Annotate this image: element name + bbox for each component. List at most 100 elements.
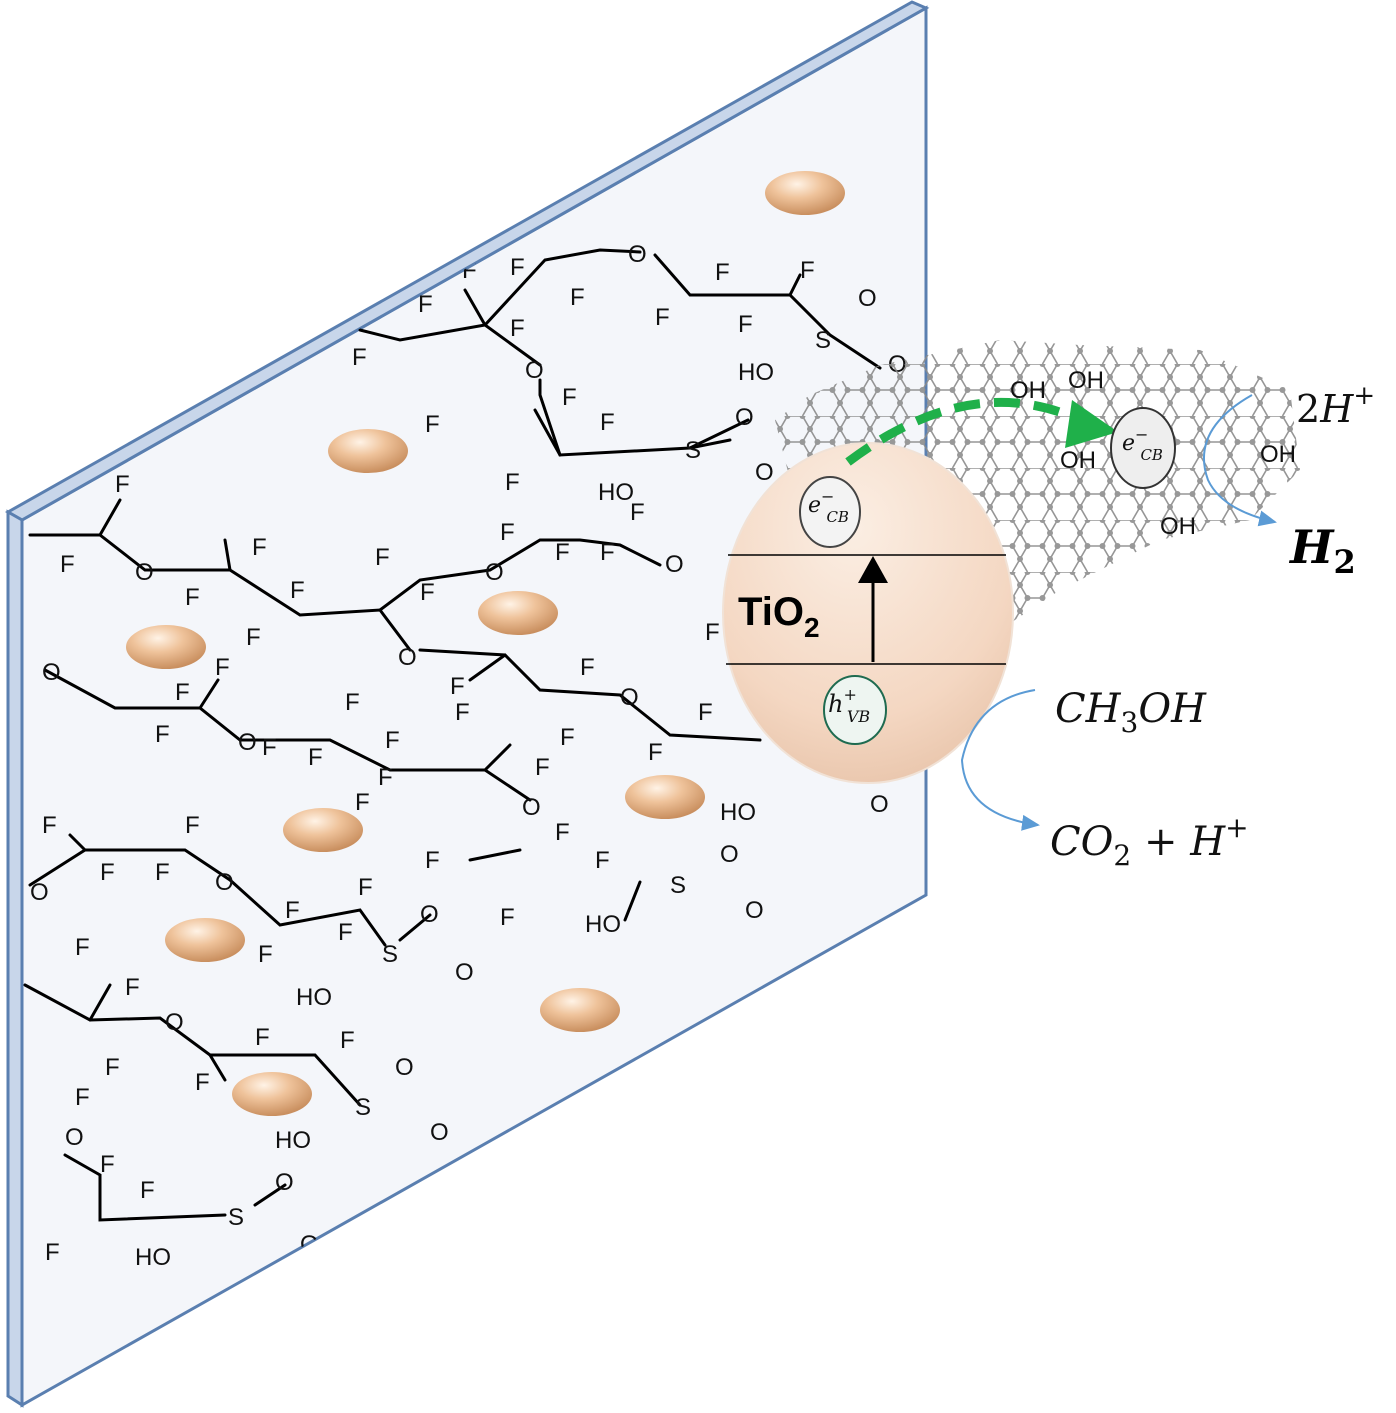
atom-f: F [375, 544, 390, 571]
nanoparticles [126, 171, 845, 1116]
atom-o: O [665, 551, 684, 578]
nanoparticle [625, 775, 705, 819]
atom-o: O [522, 794, 541, 821]
atom-ho: HO [585, 911, 621, 938]
graphene-electron-label: e−CB [1122, 425, 1163, 464]
atom-o: O [870, 791, 889, 818]
graphene-oh-label: OH [1060, 447, 1096, 474]
atom-o: O [720, 841, 739, 868]
nanoparticle [232, 1072, 312, 1116]
atom-f: F [185, 812, 200, 839]
atom-f: F [510, 254, 525, 281]
atom-f: F [648, 739, 663, 766]
atom-f: F [630, 499, 645, 526]
atom-s: S [670, 872, 686, 899]
atom-f: F [140, 1177, 155, 1204]
atom-s: S [228, 1204, 244, 1231]
atom-f: F [255, 1024, 270, 1051]
atom-f: F [715, 259, 730, 286]
atom-f: F [425, 847, 440, 874]
graphene-oh-label: OH [1260, 441, 1296, 468]
nanoparticle [540, 988, 620, 1032]
tio2-sphere [722, 442, 1014, 784]
atom-f: F [505, 469, 520, 496]
cb-electron-label: e−CB [808, 487, 849, 526]
proton-reactant: 2H+ [1296, 381, 1375, 431]
atom-f: F [655, 304, 670, 331]
atom-f: F [155, 721, 170, 748]
atom-o: O [65, 1124, 84, 1151]
atom-o: O [745, 897, 764, 924]
atom-f: F [115, 471, 130, 498]
atom-o: O [755, 459, 774, 486]
atom-o: O [165, 1009, 184, 1036]
atom-f: F [258, 941, 273, 968]
nanoparticle [328, 429, 408, 473]
atom-f: F [420, 579, 435, 606]
atom-f: F [425, 411, 440, 438]
atom-o: O [42, 659, 61, 686]
atom-ho: HO [738, 359, 774, 386]
atom-f: F [535, 754, 550, 781]
graphene-oh-label: OH [1068, 367, 1104, 394]
nanoparticle [283, 808, 363, 852]
atom-f: F [290, 577, 305, 604]
transfer-arrowhead [1065, 400, 1118, 448]
atom-f: F [308, 744, 323, 771]
atom-f: F [262, 734, 277, 761]
electron-transfer: e−CB [845, 397, 1176, 489]
atom-s: S [355, 1094, 371, 1121]
atom-f: F [738, 311, 753, 338]
atom-f: F [105, 1054, 120, 1081]
vb-hole-circle [823, 675, 887, 745]
tio2-label: TiO2 [738, 590, 820, 643]
atom-f: F [345, 689, 360, 716]
methanol-oxidation-arrow [960, 689, 1040, 831]
atom-ho: HO [135, 1244, 171, 1271]
atom-f: F [155, 859, 170, 886]
atom-f: F [175, 679, 190, 706]
atom-f: F [500, 904, 515, 931]
atom-o: O [420, 901, 439, 928]
atom-f: F [705, 619, 720, 646]
atom-o: O [395, 1054, 414, 1081]
atom-o: O [628, 241, 647, 268]
membrane-edge-left [6, 509, 24, 1408]
atom-f: F [42, 812, 57, 839]
atom-f: F [698, 699, 713, 726]
atom-f: F [600, 539, 615, 566]
atom-ho: HO [720, 799, 756, 826]
transfer-arrow-path [845, 397, 1082, 466]
atom-ho: HO [296, 984, 332, 1011]
atom-f: F [185, 584, 200, 611]
atom-f: F [595, 847, 610, 874]
atom-f: F [600, 409, 615, 436]
atom-f: F [560, 724, 575, 751]
atom-o: O [30, 879, 49, 906]
atom-f: F [285, 897, 300, 924]
atom-f: F [246, 624, 261, 651]
nanoparticle [478, 591, 558, 635]
tio2-particle: TiO2 e−CB h+VB [722, 442, 1014, 784]
nanoparticle [765, 171, 845, 215]
atom-s: S [382, 941, 398, 968]
polymer-bonds [23, 248, 882, 1222]
atom-f: F [500, 519, 515, 546]
atom-f: F [75, 1084, 90, 1111]
atom-f: F [358, 874, 373, 901]
atom-f: F [378, 764, 393, 791]
atom-o: O [430, 1119, 449, 1146]
atom-o: O [525, 357, 544, 384]
atom-f: F [340, 1027, 355, 1054]
atom-f: F [455, 699, 470, 726]
atom-f: F [45, 1239, 60, 1266]
atom-o: O [735, 404, 754, 431]
atom-f: F [252, 534, 267, 561]
reactions: 2H+ H2 CH3OH CO2 + H+ [960, 381, 1375, 872]
atom-f: F [555, 539, 570, 566]
atom-s: S [685, 437, 701, 464]
proton-reduction-arrow [1203, 394, 1277, 527]
atom-o: O [620, 684, 639, 711]
atom-f: F [418, 291, 433, 318]
